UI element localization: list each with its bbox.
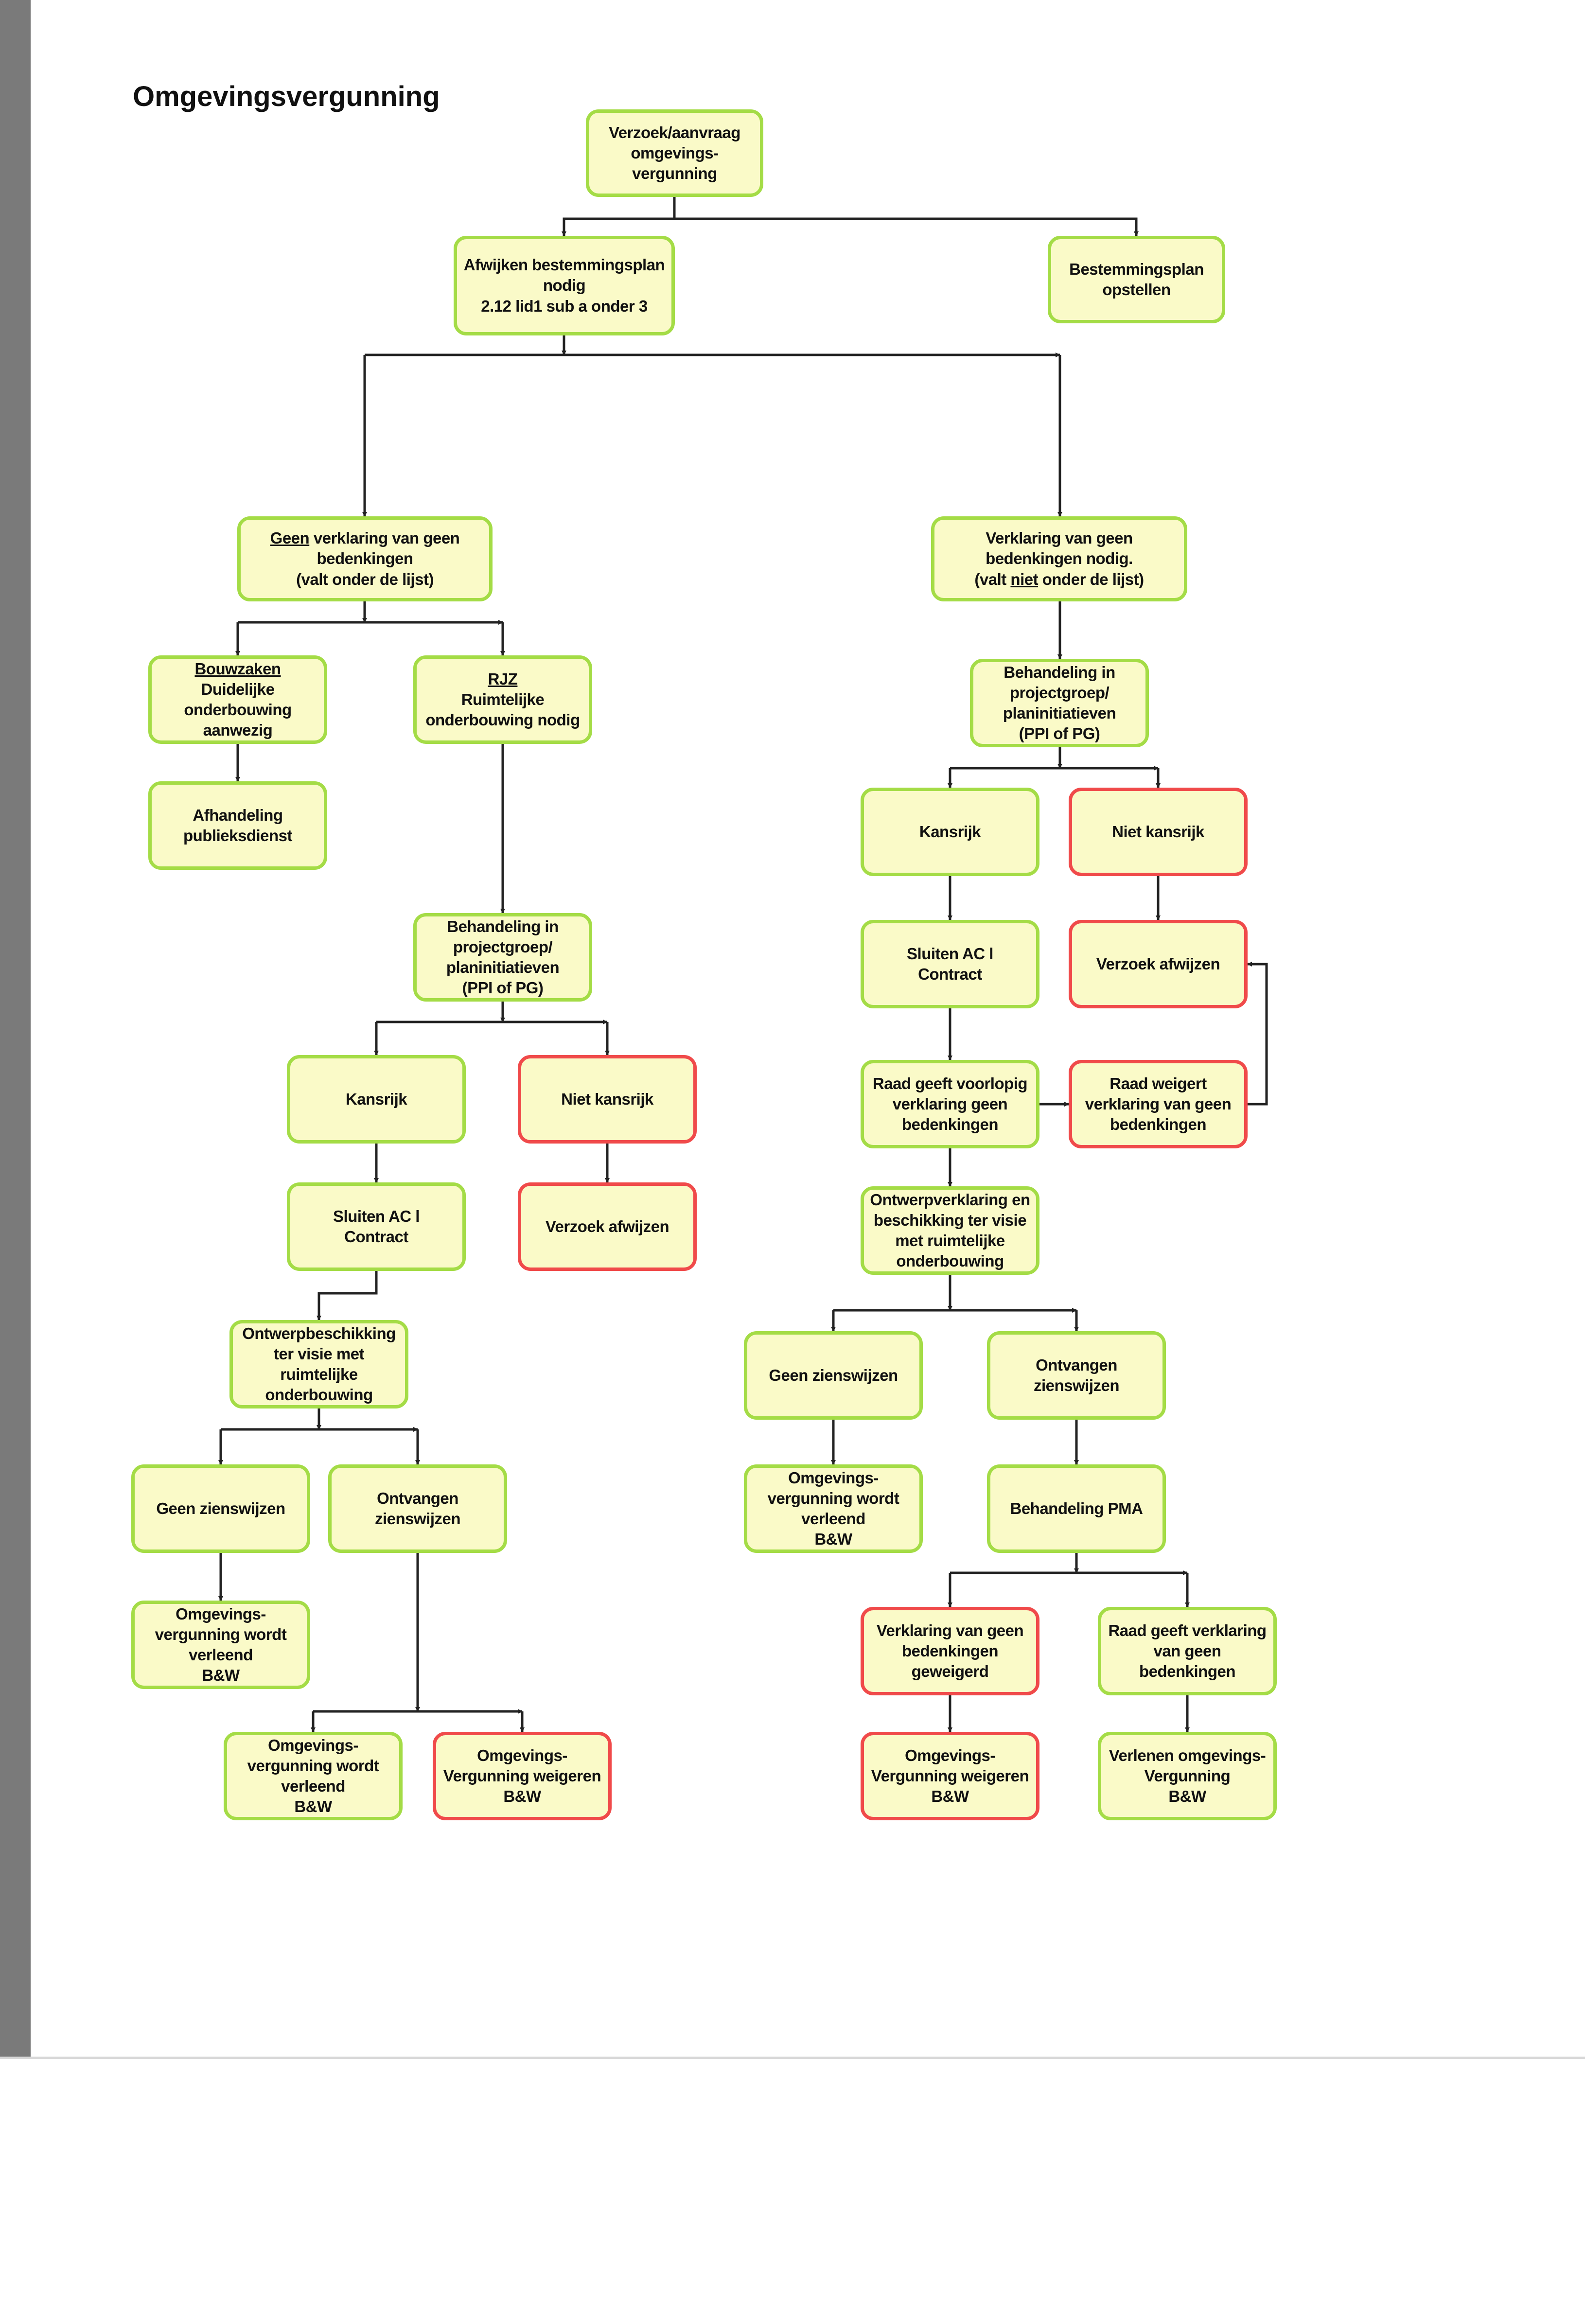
- connector-2: [562, 217, 674, 236]
- connector-19: [317, 1271, 378, 1320]
- node-behandeling-pma: Behandeling PMA: [987, 1464, 1166, 1553]
- node-geen-zienswijzen-right: Geen zienswijzen: [744, 1331, 923, 1420]
- connector-38: [1247, 962, 1268, 1106]
- node-niet-kansrijk-right: Niet kansrijk: [1069, 788, 1248, 876]
- document-page: [31, 0, 1585, 2058]
- underlined-geen: Geen: [270, 529, 310, 547]
- page-title: Omgevingsvergunning: [133, 81, 440, 112]
- node-verzoek-afwijzen-left: Verzoek afwijzen: [518, 1182, 697, 1271]
- node-geen-zienswijzen-left: Geen zienswijzen: [131, 1464, 310, 1553]
- node-verzoek-afwijzen-right: Verzoek afwijzen: [1069, 920, 1248, 1008]
- page-bottom-edge: [0, 2057, 1585, 2059]
- node-kansrijk-right: Kansrijk: [861, 788, 1039, 876]
- node-kansrijk-left: Kansrijk: [287, 1055, 466, 1144]
- underlined-niet: niet: [1010, 570, 1039, 588]
- connector-1: [673, 197, 1139, 236]
- node-niet-kansrijk-left: Niet kansrijk: [518, 1055, 697, 1144]
- viewer-sidebar: [0, 0, 31, 2058]
